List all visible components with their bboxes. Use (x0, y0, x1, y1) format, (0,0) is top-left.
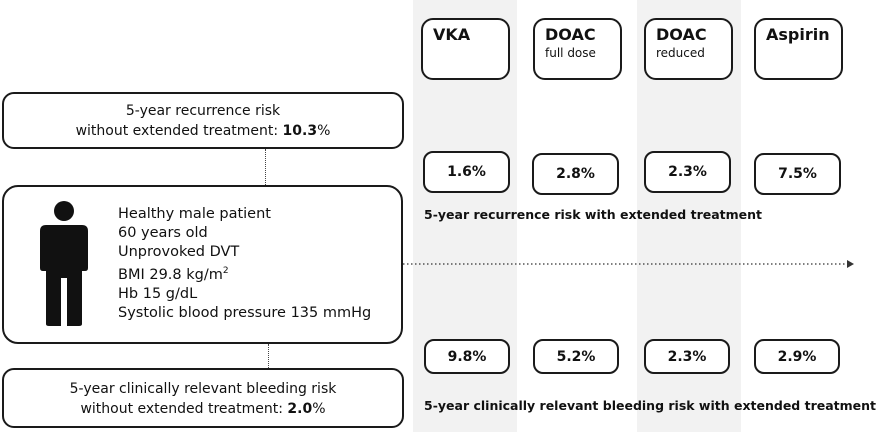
bleeding-value-aspirin: 2.9% (754, 339, 840, 374)
header-aspirin: Aspirin (754, 18, 843, 80)
baseline-recurrence-text: 5-year recurrence risk without extended … (2, 101, 404, 141)
bleeding-value-vka: 9.8% (424, 339, 510, 374)
baseline-recurrence-line2: without extended treatment: 10.3% (75, 123, 331, 139)
header-doac-full-title: DOAC (545, 25, 596, 44)
timeline-arrow (403, 260, 854, 268)
baseline-recurrence-value: 10.3 (282, 123, 318, 139)
patient-details: Healthy male patient 60 years old Unprov… (118, 205, 371, 323)
bleeding-caption: 5-year clinically relevant bleeding risk… (424, 398, 876, 413)
header-aspirin-title: Aspirin (766, 25, 830, 44)
baseline-bleeding-box (2, 368, 404, 428)
header-doac-reduced-subtitle: reduced (656, 46, 705, 60)
header-doac-full-subtitle: full dose (545, 46, 596, 60)
header-vka: VKA (421, 18, 510, 80)
recurrence-caption: 5-year recurrence risk with extended tre… (424, 207, 762, 222)
header-vka-title: VKA (433, 25, 471, 44)
bleeding-value-doac-reduced: 2.3% (644, 339, 730, 374)
recurrence-value-aspirin: 7.5% (754, 153, 841, 195)
connector-top (265, 149, 266, 185)
baseline-bleeding-line1: 5-year clinically relevant bleeding risk (69, 381, 337, 397)
connector-bottom (268, 344, 269, 368)
baseline-recurrence-line1: 5-year recurrence risk (125, 103, 281, 119)
baseline-bleeding-line2: without extended treatment: 2.0% (80, 401, 326, 417)
header-doac-reduced: DOAC reduced (644, 18, 733, 80)
header-doac-reduced-title: DOAC (656, 25, 707, 44)
person-icon (40, 201, 88, 326)
patient-line-5: Hb 15 g/dL (118, 285, 198, 302)
baseline-bleeding-text: 5-year clinically relevant bleeding risk… (2, 379, 404, 419)
baseline-recurrence-box (2, 92, 404, 149)
header-doac-full: DOAC full dose (533, 18, 622, 80)
patient-line-3: Unprovoked DVT (118, 244, 240, 260)
recurrence-value-vka: 1.6% (423, 151, 510, 193)
patient-line-bmi: BMI 29.8 kg/m2 (118, 266, 229, 283)
patient-line-2: 60 years old (118, 225, 208, 241)
baseline-bleeding-value: 2.0 (287, 401, 313, 417)
bleeding-value-doac-full: 5.2% (533, 339, 619, 374)
patient-line-1: Healthy male patient (118, 206, 271, 222)
patient-line-6: Systolic blood pressure 135 mmHg (118, 304, 372, 321)
recurrence-value-doac-reduced: 2.3% (644, 151, 731, 193)
recurrence-value-doac-full: 2.8% (532, 153, 619, 195)
